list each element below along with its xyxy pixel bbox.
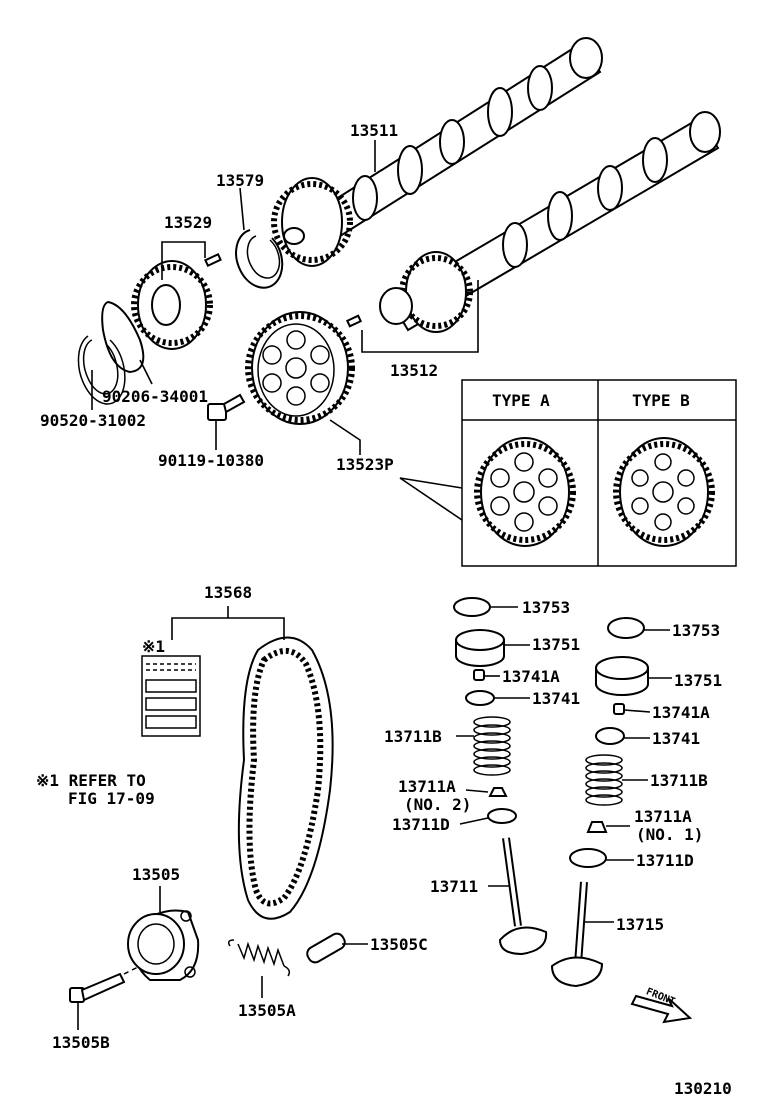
- label-13711B-left: 13711B: [384, 727, 442, 746]
- label-ref-mark: ※1: [142, 637, 165, 656]
- label-13751-left: 13751: [532, 635, 580, 654]
- keeper-13741A-left: [473, 669, 485, 681]
- label-type-b: TYPE B: [632, 391, 690, 410]
- label-90206-34001: 90206-34001: [102, 387, 208, 406]
- label-13505B: 13505B: [52, 1033, 110, 1052]
- seat-13711D-left: [487, 808, 517, 824]
- pin-13505C: [306, 932, 346, 964]
- label-13711D-right: 13711D: [636, 851, 694, 870]
- label-no1: (NO. 1): [636, 825, 703, 844]
- spring-13711B-left: [473, 716, 511, 776]
- valve-13715: [550, 881, 604, 988]
- figure-number: 130210: [674, 1079, 732, 1098]
- label-13741A-left: 13741A: [502, 667, 560, 686]
- valve-train-right: [550, 617, 649, 988]
- seal-13711A-left: [488, 787, 508, 797]
- type-variants-box: [461, 379, 737, 567]
- label-13711D-left: 13711D: [392, 815, 450, 834]
- label-13505A: 13505A: [238, 1001, 296, 1020]
- label-no2: (NO. 2): [404, 795, 471, 814]
- camshaft-13512: [345, 111, 721, 333]
- label-13511: 13511: [350, 121, 398, 140]
- timing-belt-13568: [237, 636, 334, 920]
- label-fig-17-09: FIG 17-09: [68, 789, 155, 808]
- pulley-type-a: [474, 437, 576, 547]
- washer-90206: [101, 300, 145, 374]
- valve-13711: [498, 837, 548, 956]
- shim-13753-right: [607, 617, 645, 639]
- label-13523P: 13523P: [336, 455, 394, 474]
- camshaft-13511: [271, 37, 603, 267]
- keeper-13741A-right: [613, 703, 625, 715]
- label-13512: 13512: [390, 361, 438, 380]
- label-13579: 13579: [216, 171, 264, 190]
- label-90520-31002: 90520-31002: [40, 411, 146, 430]
- seal-13711A-right: [586, 821, 608, 833]
- label-13529: 13529: [164, 213, 212, 232]
- spring-13711B-right: [585, 754, 623, 806]
- snap-ring-13579: [235, 229, 284, 289]
- label-13715: 13715: [616, 915, 664, 934]
- retainer-13741-right: [595, 727, 625, 745]
- retainer-13741-left: [465, 690, 495, 706]
- seat-13711D-right: [569, 848, 607, 868]
- pulley-type-b: [613, 437, 715, 547]
- label-13753-left: 13753: [522, 598, 570, 617]
- label-type-a: TYPE A: [492, 391, 550, 410]
- snap-ring-90520: [77, 335, 126, 405]
- gear-13529: [131, 252, 222, 350]
- bolt-90119: [207, 393, 246, 421]
- label-13505: 13505: [132, 865, 180, 884]
- label-refer-to: ※1 REFER TO: [36, 771, 146, 790]
- label-13711: 13711: [430, 877, 478, 896]
- valve-train-left: [453, 597, 548, 956]
- label-13568: 13568: [204, 583, 252, 602]
- timing-pulley-13523P: [245, 311, 355, 425]
- label-13711A-left: 13711A: [398, 777, 456, 796]
- front-arrow: [630, 994, 693, 1024]
- label-13741-left: 13741: [532, 689, 580, 708]
- tensioner-13505: [127, 909, 200, 981]
- label-13741-right: 13741: [652, 729, 700, 748]
- shim-13753-left: [453, 597, 491, 617]
- label-13741A-right: 13741A: [652, 703, 710, 722]
- spring-13505A: [227, 939, 291, 977]
- label-13505C: 13505C: [370, 935, 428, 954]
- reference-sheet: [141, 655, 201, 737]
- label-13751-right: 13751: [674, 671, 722, 690]
- bolt-13505B: [69, 965, 141, 1003]
- label-13711B-right: 13711B: [650, 771, 708, 790]
- label-90119-10380: 90119-10380: [158, 451, 264, 470]
- label-13753-right: 13753: [672, 621, 720, 640]
- label-13711A-right: 13711A: [634, 807, 692, 826]
